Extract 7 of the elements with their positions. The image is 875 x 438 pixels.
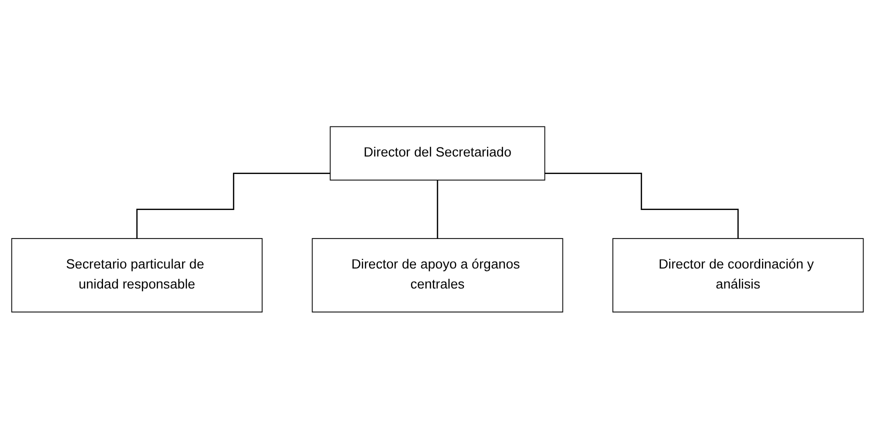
connector	[436, 179, 438, 239]
node-box: Director de apoyo a órganos centrales	[312, 238, 564, 312]
node-box: Director del Secretariado	[330, 126, 546, 180]
node-box: Secretario particular de unidad responsable	[11, 238, 263, 312]
connector	[544, 172, 739, 239]
connector	[136, 172, 330, 239]
node-box: Director de coordinación y análisis	[612, 238, 864, 312]
